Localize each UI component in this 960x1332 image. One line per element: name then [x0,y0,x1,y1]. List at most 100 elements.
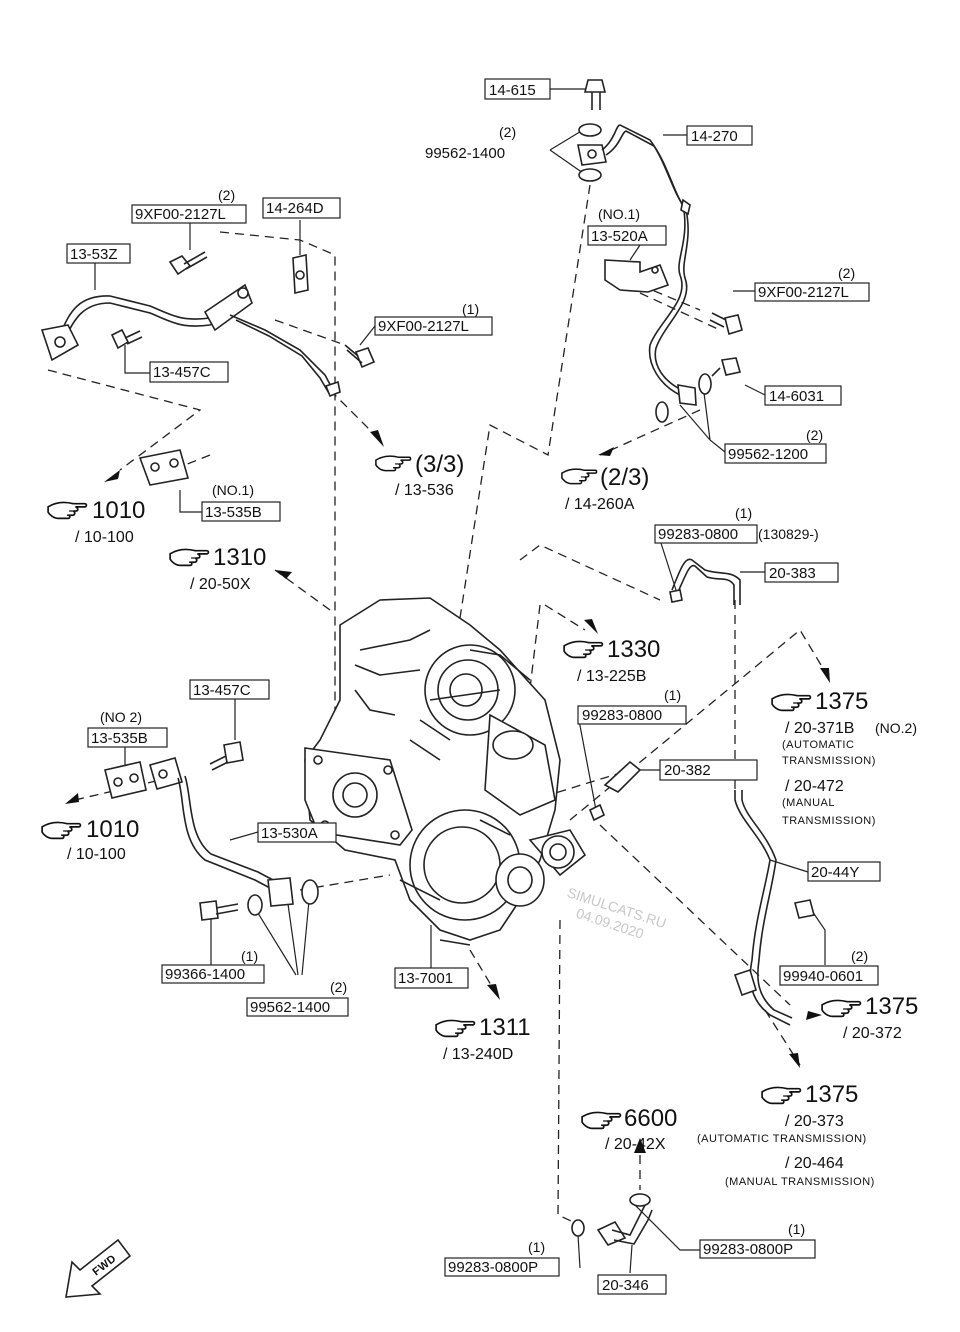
gasket-13-535b-top [138,449,190,486]
label-20-346: 20-346 [602,1277,649,1294]
label-13-530a: 13-530A [261,825,318,842]
label-99562-1400-bot: 99562-1400 [250,999,330,1016]
svg-text:TRANSMISSION): TRANSMISSION) [782,755,876,767]
svg-text:(2/3): (2/3) [600,464,649,491]
washers-top [577,123,607,182]
qty-9xf-mid: (1) [462,301,479,317]
qty-9xf-left: (2) [218,187,235,203]
label-99283-0800-top: 99283-0800 [658,526,738,543]
ref-1010-top[interactable]: 1010 / 10-100 [47,497,145,546]
label-14-264d: 14-264D [266,200,324,217]
svg-text:1375: 1375 [865,993,918,1020]
washers-bottom [247,877,319,916]
ref-2-3[interactable]: (2/3) / 14-260A [561,464,649,513]
label-9xf00-2127l-left: 9XF00-2127L [135,206,226,223]
arrowheads [65,430,830,1153]
pipe-13-53z [40,283,341,398]
svg-text:/ 13-536: / 13-536 [395,482,454,499]
bolt-9xf-left [168,251,208,276]
part-labels: 14-615 14-270 (2) 99562-1400 14-264D (2)… [66,78,881,1295]
svg-text:/ 20-472: / 20-472 [785,778,844,795]
pipe-20-44y [733,790,815,1026]
qty-99283-0800p-right: (1) [788,1221,805,1237]
ref-6600[interactable]: 6600 / 20-42X [581,1105,677,1153]
label-14-270: 14-270 [691,128,738,145]
gasket-14-264d [292,254,309,294]
ref-1010-mid[interactable]: 1010 / 10-100 [41,816,139,863]
label-14-6031: 14-6031 [769,388,824,405]
svg-text:(NO.2): (NO.2) [875,720,917,736]
svg-text:(AUTOMATIC: (AUTOMATIC [782,739,854,751]
bolt-13-457c-mid [209,741,244,771]
date-note: (130829-) [758,526,819,542]
no1-13-535b: (NO.1) [212,482,254,498]
hose-20-346 [571,1193,653,1246]
fwd-arrow: FWD [65,1238,132,1298]
svg-text:/ 20-372: / 20-372 [843,1025,902,1042]
bolt-14-615 [583,79,607,110]
qty-99366-1400: (1) [241,948,258,964]
ref-3-3[interactable]: (3/3) / 13-536 [375,451,464,499]
svg-text:/ 10-100: / 10-100 [75,529,134,546]
reference-callouts: (3/3) / 13-536 (2/3) / 14-260A 1010 / 10… [41,451,918,1188]
ref-1330[interactable]: 1330 / 13-225B [563,636,660,685]
qty-99283-0800p-left: (1) [528,1239,545,1255]
svg-text:/ 20-464: / 20-464 [785,1155,844,1172]
svg-text:/ 20-371B: / 20-371B [785,720,854,737]
svg-text:/ 20-373: / 20-373 [785,1113,844,1130]
bolt-9xf-mid [344,344,376,369]
qty-99940-0601: (2) [851,948,868,964]
label-13-53z: 13-53Z [70,246,118,263]
qty-99562-1200: (2) [806,427,823,443]
label-13-457c-top: 13-457C [153,364,211,381]
bolt-13-457c-top [110,328,143,350]
pipe-13-530a [149,757,274,889]
watermark: SIMULCATS.RU 04.09.2020 [565,884,668,942]
bracket-13-520a [604,259,670,293]
label-99562-1400-top: 99562-1400 [425,145,505,162]
ref-1375-mid[interactable]: 1375 / 20-372 [821,993,918,1042]
svg-text:(3/3): (3/3) [415,451,464,478]
svg-text:1375: 1375 [815,688,868,715]
qty-9xf-right: (2) [838,265,855,281]
svg-text:1375: 1375 [805,1081,858,1108]
svg-text:(MANUAL TRANSMISSION): (MANUAL TRANSMISSION) [725,1176,875,1188]
svg-text:/ 10-100: / 10-100 [67,846,126,863]
svg-text:/ 13-225B: / 13-225B [577,668,646,685]
pipe-20-383 [669,558,741,605]
ref-1375-top[interactable]: 1375 / 20-371B (NO.2) (AUTOMATIC TRANSMI… [771,688,917,827]
gasket-13-535b-mid [104,761,147,799]
svg-text:1010: 1010 [92,497,145,524]
label-9xf00-2127l-mid: 9XF00-2127L [378,318,469,335]
svg-text:(MANUAL: (MANUAL [782,797,835,809]
svg-text:1010: 1010 [86,816,139,843]
bolt-9xf-right [709,312,743,336]
ref-1375-bottom[interactable]: 1375 / 20-373 (AUTOMATIC TRANSMISSION) /… [697,1081,875,1188]
label-99940-0601: 99940-0601 [783,968,863,985]
label-99283-0800p-left: 99283-0800P [448,1259,538,1276]
svg-text:6600: 6600 [624,1105,677,1132]
label-99283-0800-mid: 99283-0800 [582,707,662,724]
svg-text:/ 20-42X: / 20-42X [605,1136,666,1153]
label-99562-1200: 99562-1200 [728,446,808,463]
svg-text:TRANSMISSION): TRANSMISSION) [782,815,876,827]
ref-1311[interactable]: 1311 / 13-240D [435,1014,531,1063]
qty-99283-0800-mid: (1) [664,687,681,703]
label-9xf00-2127l-right: 9XF00-2127L [758,284,849,301]
washer-99562-1200 [655,401,669,423]
ref-1310[interactable]: 1310 / 20-50X [169,544,266,593]
solid-leaders [94,88,826,1274]
svg-text:1311: 1311 [479,1014,531,1041]
no2-13-535b: (NO 2) [100,709,142,725]
label-20-44y: 20-44Y [811,864,859,881]
svg-text:(AUTOMATIC TRANSMISSION): (AUTOMATIC TRANSMISSION) [697,1133,867,1145]
svg-text:1330: 1330 [607,636,660,663]
label-99366-1400: 99366-1400 [165,966,245,983]
label-20-383: 20-383 [769,565,816,582]
no1-13-520a: (NO.1) [598,206,640,222]
bolt-14-6031 [698,357,742,395]
label-13-457c-mid: 13-457C [193,682,251,699]
label-13-535b-top: 13-535B [205,504,262,521]
label-14-615: 14-615 [489,82,536,99]
qty-99283-0800-top: (1) [735,505,752,521]
